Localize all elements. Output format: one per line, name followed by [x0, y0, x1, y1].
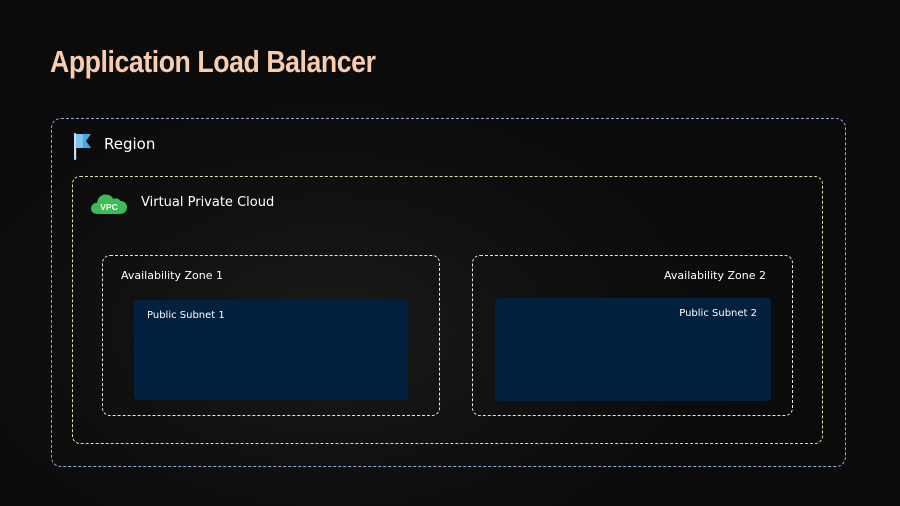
availability-zone-1-label: Availability Zone 1: [121, 269, 223, 282]
vpc-cloud-icon: VPC: [91, 194, 128, 214]
region-container: Region: [51, 118, 846, 467]
public-subnet-1-label: Public Subnet 1: [147, 310, 225, 321]
vpc-label: Virtual Private Cloud: [141, 195, 275, 210]
vpc-container: VPC Virtual Private Cloud: [72, 176, 823, 444]
availability-zone-2-label: Availability Zone 2: [664, 269, 766, 282]
region-label: Region: [104, 135, 156, 153]
availability-zone-2: Availability Zone 2: [472, 255, 793, 416]
flag-icon: [74, 133, 91, 160]
public-subnet-1: Public Subnet 1: [134, 300, 408, 400]
public-subnet-2: Public Subnet 2: [495, 298, 771, 401]
vpc-icon-text: VPC: [100, 202, 117, 212]
page-title: Application Load Balancer: [50, 44, 376, 79]
public-subnet-2-label: Public Subnet 2: [679, 308, 757, 319]
availability-zone-1: Availability Zone 1: [102, 255, 440, 416]
